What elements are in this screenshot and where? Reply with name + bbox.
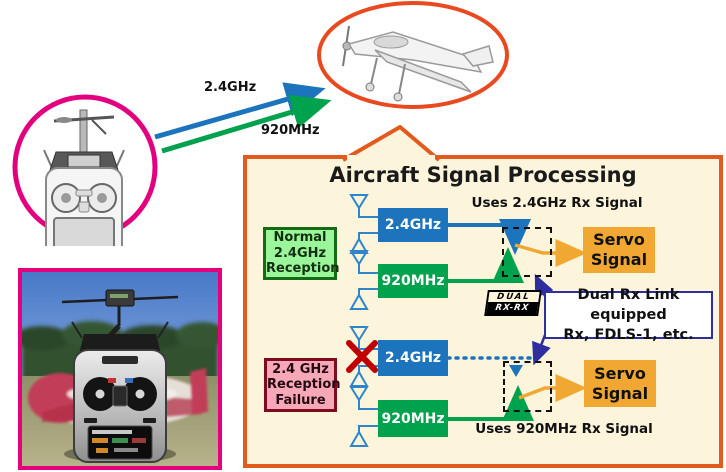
normal-reception-label: Normal 2.4GHz Reception — [263, 227, 340, 280]
dual-note-line1: Dual Rx Link equipped — [577, 287, 680, 323]
receiver-2-4ghz-normal: 2.4GHz — [378, 208, 448, 242]
dual-rx-link-note: Dual Rx Link equipped Rx, FDLS-1, etc. — [544, 287, 713, 343]
note-arrow-lower — [532, 334, 551, 366]
panel-pointer-tail — [341, 125, 441, 166]
signal-switch-failure — [503, 361, 552, 412]
normal-line1: Normal — [273, 230, 327, 246]
signal-line-920mhz-failure — [448, 385, 534, 421]
signal-line-2-4ghz-normal — [448, 219, 531, 255]
arrow-920mhz — [161, 94, 332, 154]
servo2-line1: Servo — [594, 363, 646, 383]
aircraft-illustration — [317, 1, 509, 109]
radio-link-arrows — [154, 82, 332, 154]
aircraft-ellipse-outline — [317, 1, 509, 109]
servo1-line2: Signal — [590, 250, 648, 269]
switch-lever-normal — [514, 239, 587, 267]
receiver-920mhz-normal: 920MHz — [378, 264, 448, 298]
signal-switch-normal — [502, 227, 552, 277]
reception-failure-x-icon — [346, 340, 378, 373]
link-label-2-4ghz: 2.4GHz — [204, 80, 257, 95]
transmitter-drawing — [43, 109, 125, 246]
uses-920mhz-text: Uses 920MHz Rx Signal — [475, 421, 653, 437]
normal-line2: 2.4GHz — [273, 245, 327, 261]
transmitter-photo-art — [14, 272, 228, 466]
signal-flow-connectors — [346, 194, 587, 447]
dual-rx-link-logo: DUAL RX-RX — [484, 290, 542, 316]
switch-lever-failure — [518, 374, 587, 402]
aircraft-drawing — [342, 25, 494, 102]
failure-line3: Failure — [275, 392, 326, 408]
failure-line2: Reception — [267, 377, 341, 393]
panel-title: Aircraft Signal Processing — [329, 163, 637, 187]
antenna-icon — [349, 194, 378, 254]
aircraft-signal-processing-panel: Aircraft Signal Processing — [243, 155, 723, 468]
receiver-920mhz-failure: 920MHz — [378, 400, 448, 437]
servo-signal-failure: Servo Signal — [584, 360, 656, 407]
transmitter-foreground — [61, 289, 179, 463]
dual-logo-top: DUAL — [488, 292, 540, 302]
signal-line-920mhz-normal — [448, 247, 524, 283]
dual-note-line2: Rx, FDLS-1, etc. — [563, 327, 694, 343]
servo1-line1: Servo — [593, 230, 645, 249]
servo-signal-normal: Servo Signal — [583, 227, 655, 273]
receiver-2-4ghz-failure: 2.4GHz — [378, 340, 448, 376]
dual-logo-bottom: RX-RX — [486, 302, 539, 314]
failure-reception-label: 2.4 GHz Reception Failure — [264, 358, 341, 412]
failure-line1: 2.4 GHz — [272, 361, 329, 377]
lost-signal-arrowhead — [509, 365, 523, 377]
normal-line3: Reception — [266, 261, 340, 277]
link-label-920mhz: 920MHz — [261, 123, 320, 138]
servo2-line2: Signal — [591, 383, 649, 403]
uses-2-4ghz-text: Uses 2.4GHz Rx Signal — [471, 195, 643, 211]
antenna-icon — [349, 250, 378, 310]
transmitter-illustration — [12, 94, 158, 246]
antenna-icon — [349, 386, 378, 447]
transmitter-photo — [14, 268, 228, 470]
